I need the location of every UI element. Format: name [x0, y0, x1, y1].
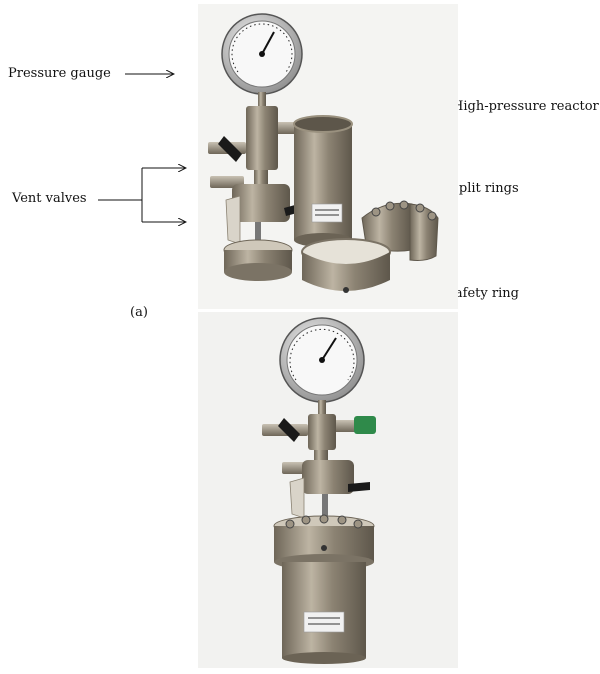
- label-safety-ring: Safety ring: [446, 286, 519, 301]
- arrow-vent-valves: [98, 168, 186, 222]
- label-vent-valves: Vent valves: [12, 191, 87, 206]
- reactor-body-icon: [282, 562, 366, 664]
- photo-disassembled-reactor: [198, 4, 458, 309]
- pressure-gauge-icon: [279, 317, 365, 414]
- reactor-body-icon: [293, 115, 353, 247]
- pressure-gauge-icon: [221, 13, 303, 106]
- label-panel-a: (a): [130, 305, 148, 320]
- reactor-head-icon: [223, 222, 293, 281]
- label-split-rings: Split rings: [450, 181, 519, 196]
- reactor-head-assembled-icon: [273, 514, 375, 570]
- label-high-pressure-reactor: High-pressure reactor: [452, 99, 599, 114]
- safety-ring-icon: [301, 238, 391, 293]
- label-pressure-gauge: Pressure gauge: [8, 66, 111, 81]
- valve-manifold-icon: [262, 414, 376, 524]
- photo-assembled-reactor: [198, 312, 458, 668]
- valve-manifold-icon: [208, 106, 344, 245]
